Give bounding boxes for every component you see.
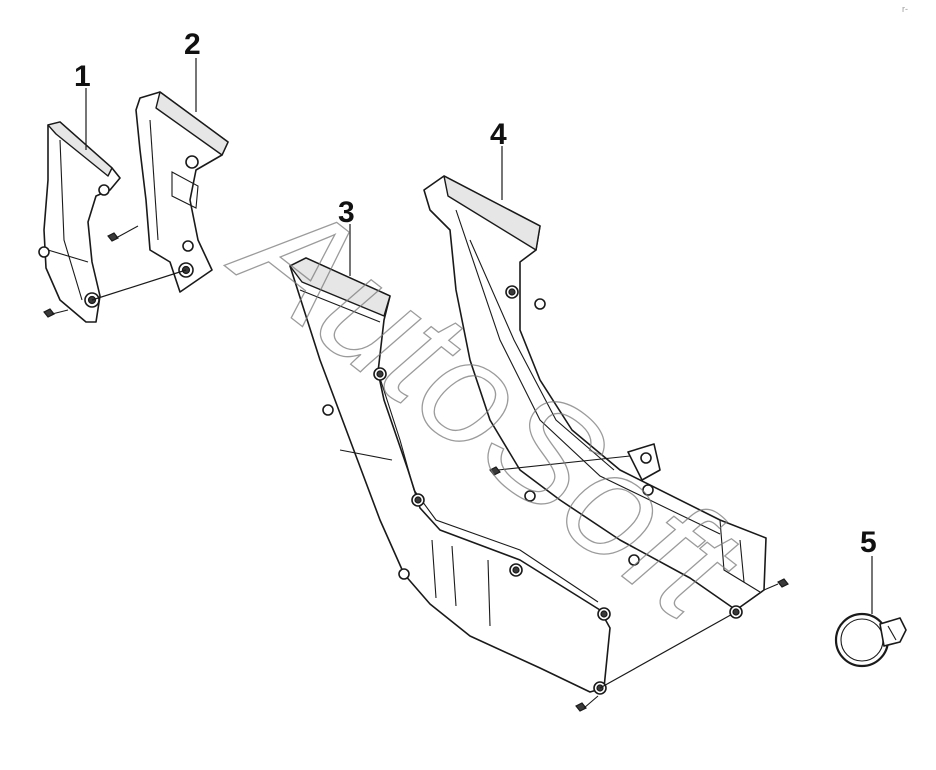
callout-2: 2 [184,28,201,61]
bolt-icon [763,578,789,591]
bolt-icon [43,308,69,318]
corner-mark: r- [902,4,908,14]
callout-5: 5 [860,526,877,559]
fixing-line [599,611,737,689]
callout-3: 3 [338,196,355,229]
bolt-icon [107,225,139,242]
fixing-line [91,269,187,301]
part-1-duct-cover [38,121,121,323]
part-5-hose-clamp [834,612,907,668]
bolt-icon [575,695,599,712]
callout-4: 4 [490,118,507,151]
bolt-icon [489,455,631,476]
part-2-bracket-duct [135,91,229,293]
part-3-floor-duct [289,257,611,695]
callout-1: 1 [74,60,91,93]
